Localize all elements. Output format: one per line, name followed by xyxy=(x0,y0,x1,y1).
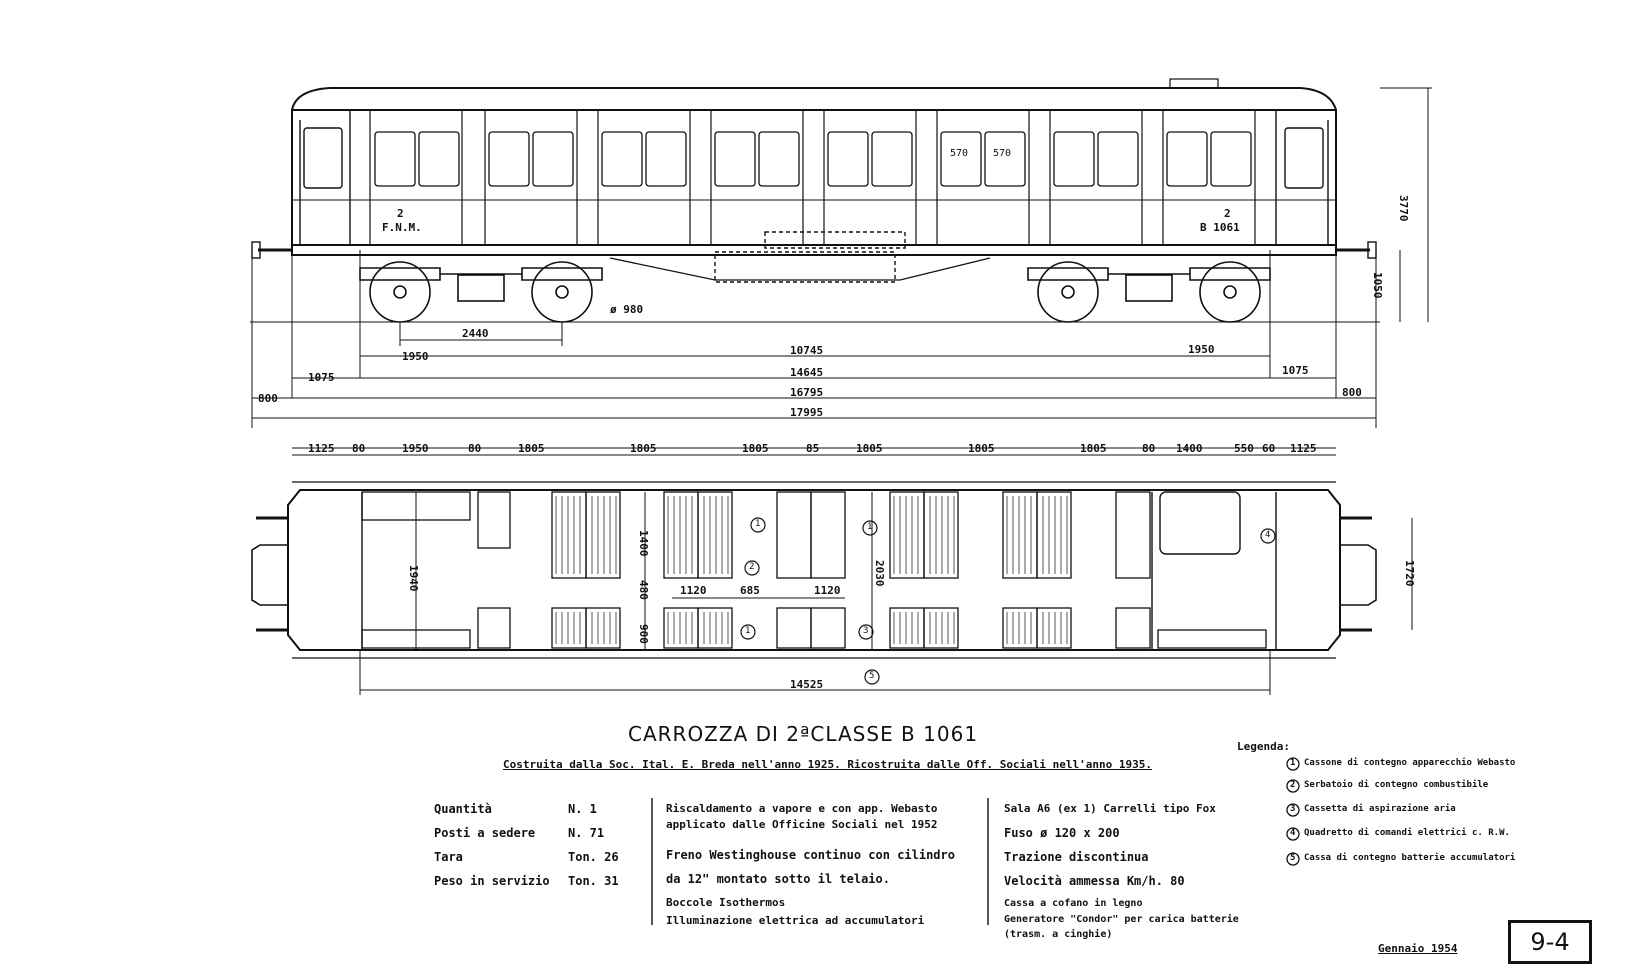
legend-heading: Legenda: xyxy=(1237,740,1290,753)
elevation-dimension-lines xyxy=(251,87,1432,428)
right-class-marking: 2 xyxy=(1224,207,1231,220)
dim-over-headstocks: 16795 xyxy=(790,386,824,399)
spec-line: Fuso ø 120 x 200 xyxy=(1004,826,1120,840)
plan-dim: 1805 xyxy=(742,442,769,455)
dim-body-length: 14645 xyxy=(790,366,824,379)
spec-line: Generatore "Condor" per carica batterie xyxy=(1004,914,1239,925)
legend-text: Cassetta di aspirazione aria xyxy=(1304,804,1456,814)
window-dim-2: 570 xyxy=(993,148,1012,159)
plan-dim: 1805 xyxy=(856,442,883,455)
left-class-marking: 2 xyxy=(397,207,404,220)
plan-dim: 80 xyxy=(1142,442,1156,455)
window-dim-1: 570 xyxy=(950,148,969,159)
spec-line: Boccole Isothermos xyxy=(666,896,786,909)
drawing-subtitle: Costruita dalla Soc. Ital. E. Breda nell… xyxy=(503,758,1153,771)
legend-text: Quadretto di comandi elettrici c. R.W. xyxy=(1304,828,1510,838)
plan-dim: 1125 xyxy=(308,442,335,455)
plan-dim: 60 xyxy=(1262,442,1276,455)
sheet-number: 9-4 xyxy=(1508,920,1592,964)
spec-value: N. 1 xyxy=(568,802,597,816)
legend-num: 5 xyxy=(1290,853,1296,863)
dim-overhang-left: 1075 xyxy=(308,371,335,384)
plan-view xyxy=(251,447,1413,695)
right-number-marking: B 1061 xyxy=(1200,221,1240,234)
callout-number: 3 xyxy=(863,626,869,636)
legend-num: 4 xyxy=(1290,828,1296,838)
dim-bogie-wheelbase: 2440 xyxy=(462,327,489,340)
plan-dim: 1125 xyxy=(1290,442,1317,455)
legend-num: 2 xyxy=(1290,780,1296,790)
plan-dim: 550 xyxy=(1234,442,1254,455)
spec-label: Tara xyxy=(434,850,463,864)
spec-value: Ton. 26 xyxy=(568,850,619,864)
spec-line: applicato dalle Officine Sociali nel 195… xyxy=(666,818,938,831)
legend-text: Cassone di contegno apparecchio Webasto xyxy=(1304,758,1516,768)
plan-dim: 1805 xyxy=(1080,442,1107,455)
dim-buffer-left: 800 xyxy=(258,392,278,405)
callout-number: 1 xyxy=(755,519,761,529)
dim-left-1950: 1950 xyxy=(402,350,429,363)
spec-label: Quantità xyxy=(434,802,492,816)
callout-number: 1 xyxy=(867,522,873,532)
plan-dim: 80 xyxy=(352,442,366,455)
dim-overhang-right: 1075 xyxy=(1282,364,1309,377)
plan-total-inner: 14525 xyxy=(790,678,824,691)
spec-line: Trazione discontinua xyxy=(1004,850,1149,864)
plan-dim: 1805 xyxy=(630,442,657,455)
callout-number: 1 xyxy=(745,626,751,636)
drawing-date: Gennaio 1954 xyxy=(1378,942,1458,955)
plan-dim: 1805 xyxy=(968,442,995,455)
spec-line: Riscaldamento a vapore e con app. Webast… xyxy=(666,802,938,815)
legend-text: Serbatoio di contegno combustibile xyxy=(1304,780,1489,790)
spec-line: Freno Westinghouse continuo con cilindro xyxy=(666,848,955,862)
spec-line: da 12" montato sotto il telaio. xyxy=(666,872,890,886)
legend-text: Cassa di contegno batterie accumulatori xyxy=(1304,853,1516,863)
legend-num: 1 xyxy=(1290,758,1296,768)
plan-dim-1120a: 1120 xyxy=(680,584,707,597)
spec-line: Sala A6 (ex 1) Carrelli tipo Fox xyxy=(1004,802,1216,815)
drawing-title: CARROZZA DI 2ªCLASSE B 1061 xyxy=(628,722,979,746)
plan-dim: 1805 xyxy=(518,442,545,455)
plan-dim: 1400 xyxy=(1176,442,1203,455)
dim-buffer-right: 800 xyxy=(1342,386,1362,399)
legend-num: 3 xyxy=(1290,804,1296,814)
callout-number: 2 xyxy=(749,562,755,572)
spec-line: Cassa a cofano in legno xyxy=(1004,898,1143,909)
spec-label: Peso in servizio xyxy=(434,874,550,888)
callout-number: 5 xyxy=(869,671,875,681)
seat-row-lower xyxy=(477,607,1151,649)
plan-dim-685: 685 xyxy=(740,584,760,597)
spec-line: (trasm. a cinghie) xyxy=(1004,929,1113,940)
plan-dim: 1950 xyxy=(402,442,429,455)
left-owner-marking: F.N.M. xyxy=(382,221,422,234)
spec-line: Velocità ammessa Km/h. 80 xyxy=(1004,874,1185,888)
side-elevation xyxy=(250,78,1380,323)
plan-dim-1120b: 1120 xyxy=(814,584,841,597)
spec-value: N. 71 xyxy=(568,826,605,840)
dim-bogie-centers: 10745 xyxy=(790,344,824,357)
spec-line: Illuminazione elettrica ad accumulatori xyxy=(666,914,925,927)
plan-dim: 85 xyxy=(806,442,820,455)
callout-number: 4 xyxy=(1265,530,1271,540)
wheel-diameter: ø 980 xyxy=(610,303,644,316)
spec-value: Ton. 31 xyxy=(568,874,619,888)
dim-right-1950: 1950 xyxy=(1188,343,1215,356)
plan-dim: 80 xyxy=(468,442,482,455)
dim-over-buffers: 17995 xyxy=(790,406,824,419)
seat-row-upper xyxy=(477,491,1151,579)
spec-label: Posti a sedere xyxy=(434,826,536,840)
